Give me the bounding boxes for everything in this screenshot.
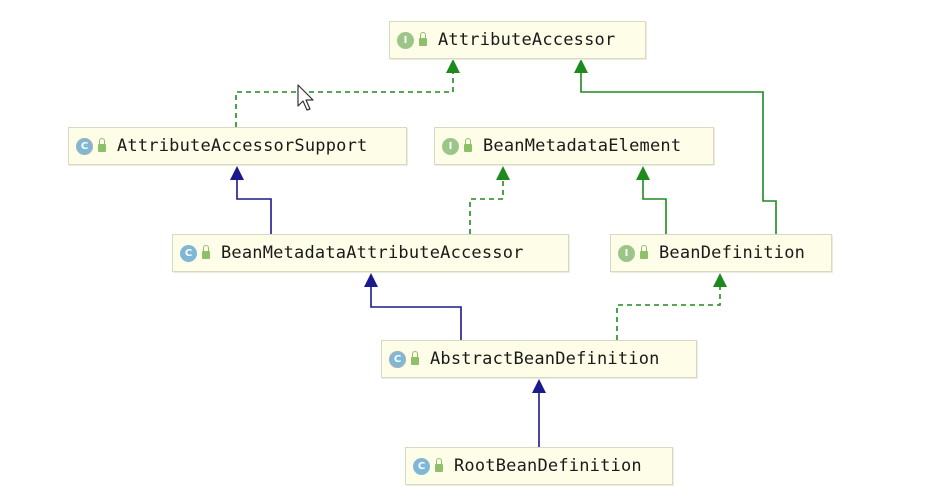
node-abstract-bean-definition[interactable]: C AbstractBeanDefinition bbox=[381, 340, 697, 378]
node-label: RootBeanDefinition bbox=[454, 456, 642, 476]
edge-abstract_bean_definition-to-bean_metadata_attribute_accessor bbox=[370, 286, 462, 340]
public-lock-icon bbox=[419, 32, 427, 46]
public-lock-icon bbox=[464, 138, 472, 152]
node-root-bean-definition[interactable]: C RootBeanDefinition bbox=[405, 447, 673, 485]
arrowhead-icon bbox=[364, 273, 378, 287]
edge-bean_metadata_attribute_accessor-to-bean_metadata_element bbox=[469, 179, 504, 234]
node-label: BeanMetadataElement bbox=[483, 136, 682, 156]
node-label: BeanMetadataAttributeAccessor bbox=[221, 243, 524, 263]
node-label: AbstractBeanDefinition bbox=[430, 349, 660, 369]
edge-bean_definition-to-bean_metadata_element bbox=[642, 179, 667, 234]
public-lock-icon bbox=[411, 351, 419, 365]
node-label: AttributeAccessor bbox=[438, 30, 616, 50]
abstract-class-icon: C bbox=[389, 350, 406, 368]
public-lock-icon bbox=[202, 245, 210, 259]
node-attribute-accessor-support[interactable]: C AttributeAccessorSupport bbox=[68, 127, 407, 165]
node-label: BeanDefinition bbox=[659, 243, 806, 263]
class-icon: C bbox=[413, 457, 430, 475]
node-label: AttributeAccessorSupport bbox=[117, 136, 368, 156]
arrowhead-icon bbox=[636, 166, 650, 180]
node-bean-metadata-element[interactable]: I BeanMetadataElement bbox=[434, 127, 714, 165]
public-lock-icon bbox=[98, 138, 106, 152]
arrowhead-icon bbox=[574, 59, 588, 73]
node-attribute-accessor[interactable]: I AttributeAccessor bbox=[389, 21, 646, 59]
arrowhead-icon bbox=[230, 166, 244, 180]
edge-bean_definition-to-attribute_accessor bbox=[580, 72, 777, 234]
edge-bean_metadata_attribute_accessor-to-attribute_accessor_support bbox=[236, 179, 272, 234]
interface-icon: I bbox=[397, 31, 414, 49]
public-lock-icon bbox=[640, 245, 648, 259]
interface-icon: I bbox=[442, 137, 459, 155]
node-bean-definition[interactable]: I BeanDefinition bbox=[610, 234, 832, 272]
arrowhead-icon bbox=[532, 379, 546, 393]
arrowhead-icon bbox=[713, 273, 727, 287]
abstract-class-icon: C bbox=[76, 137, 93, 155]
mouse-pointer-icon bbox=[297, 84, 314, 111]
arrowhead-icon bbox=[446, 59, 460, 73]
edge-attribute_accessor_support-to-attribute_accessor bbox=[235, 72, 454, 127]
class-icon: C bbox=[180, 244, 197, 262]
arrowhead-icon bbox=[496, 166, 510, 180]
edge-abstract_bean_definition-to-bean_definition bbox=[616, 286, 721, 340]
interface-icon: I bbox=[618, 244, 635, 262]
public-lock-icon bbox=[435, 458, 443, 472]
node-bean-metadata-attribute-accessor[interactable]: C BeanMetadataAttributeAccessor bbox=[172, 234, 569, 272]
